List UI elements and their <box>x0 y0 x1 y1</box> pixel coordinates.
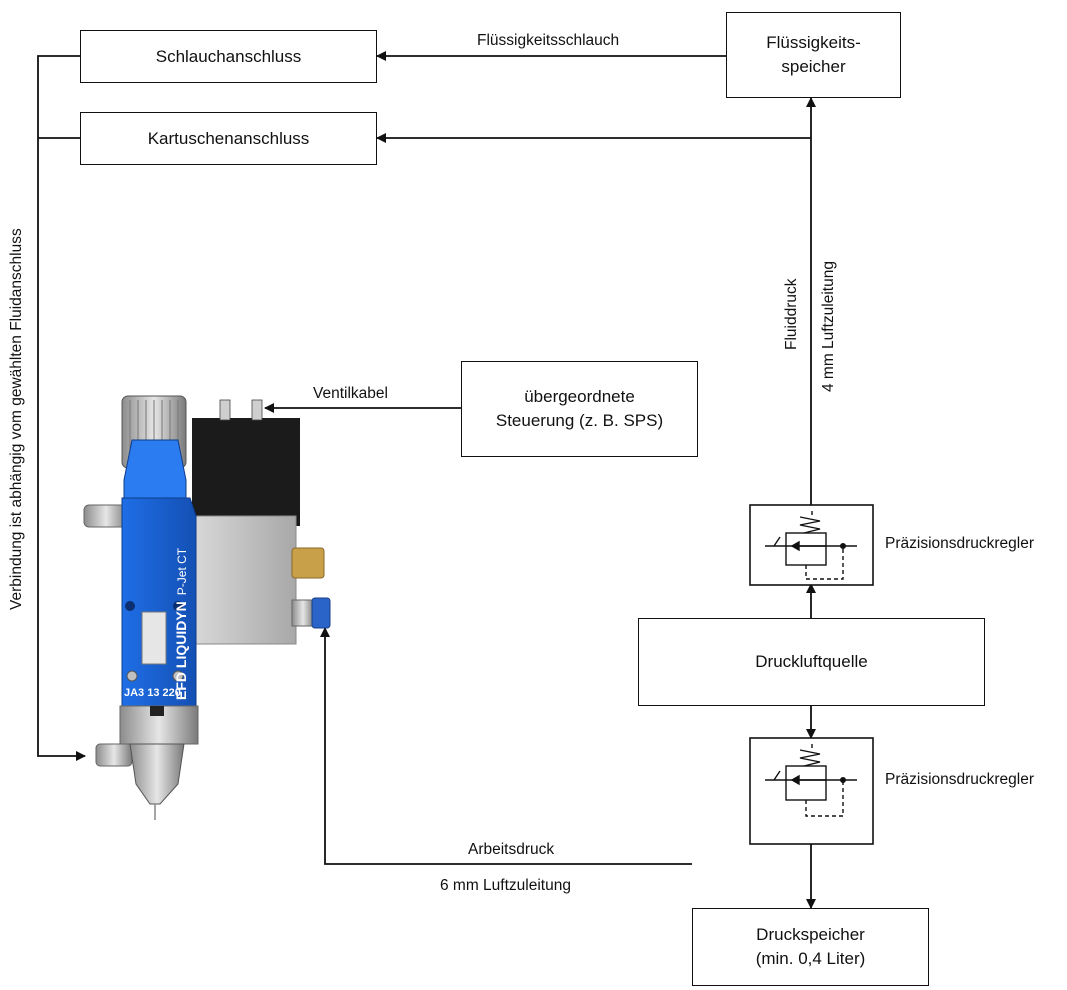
valve-image: EFD LIQUIDYNP-Jet CT JA3 13 220 <box>84 396 330 820</box>
ventilkabel-label: Ventilkabel <box>313 385 388 403</box>
luftzuleitung-4mm-label: 4 mm Luftzuleitung <box>820 261 838 392</box>
kartuschenanschluss-label: Kartuschenanschluss <box>148 127 310 151</box>
steuerung-label-line1: übergeordnete <box>524 385 635 409</box>
fluiddruck-label: Fluiddruck <box>783 279 801 351</box>
verbindung-line <box>38 56 85 756</box>
schlauchanschluss-box: Schlauchanschluss <box>80 30 377 83</box>
steuerung-box: übergeordnete Steuerung (z. B. SPS) <box>461 361 698 457</box>
fluessigkeitsspeicher-box: Flüssigkeits- speicher <box>726 12 901 98</box>
druckluftquelle-box: Druckluftquelle <box>638 618 985 706</box>
fluessigkeitsspeicher-label-line1: Flüssigkeits- <box>766 31 860 55</box>
druckspeicher-label-line2: (min. 0,4 Liter) <box>756 947 866 971</box>
valve-brand-text: EFD LIQUIDYNP-Jet CT <box>173 547 189 700</box>
praezisionsdruckregler-bottom-symbol <box>750 738 873 844</box>
arbeitsdruck-line <box>325 628 692 864</box>
fluessigkeitsspeicher-label-line2: speicher <box>781 55 845 79</box>
fluessigkeitsschlauch-label: Flüssigkeitsschlauch <box>477 32 619 50</box>
valve-part-number: JA3 13 220 <box>124 687 181 699</box>
arbeitsdruck-label: Arbeitsdruck <box>468 841 554 859</box>
luftzuleitung-6mm-label: 6 mm Luftzuleitung <box>440 877 571 895</box>
verbindung-label: Verbindung ist abhängig vom gewählten Fl… <box>8 228 26 610</box>
druckspeicher-label-line1: Druckspeicher <box>756 923 865 947</box>
kartuschenanschluss-box: Kartuschenanschluss <box>80 112 377 165</box>
praezisionsdruckregler-top-label: Präzisionsdruckregler <box>885 535 1034 553</box>
druckspeicher-box: Druckspeicher (min. 0,4 Liter) <box>692 908 929 986</box>
praezisionsdruckregler-top-symbol <box>750 505 873 585</box>
praezisionsdruckregler-bottom-label: Präzisionsdruckregler <box>885 771 1034 789</box>
steuerung-label-line2: Steuerung (z. B. SPS) <box>496 409 663 433</box>
druckluftquelle-label: Druckluftquelle <box>755 650 867 674</box>
schlauchanschluss-label: Schlauchanschluss <box>156 45 302 69</box>
